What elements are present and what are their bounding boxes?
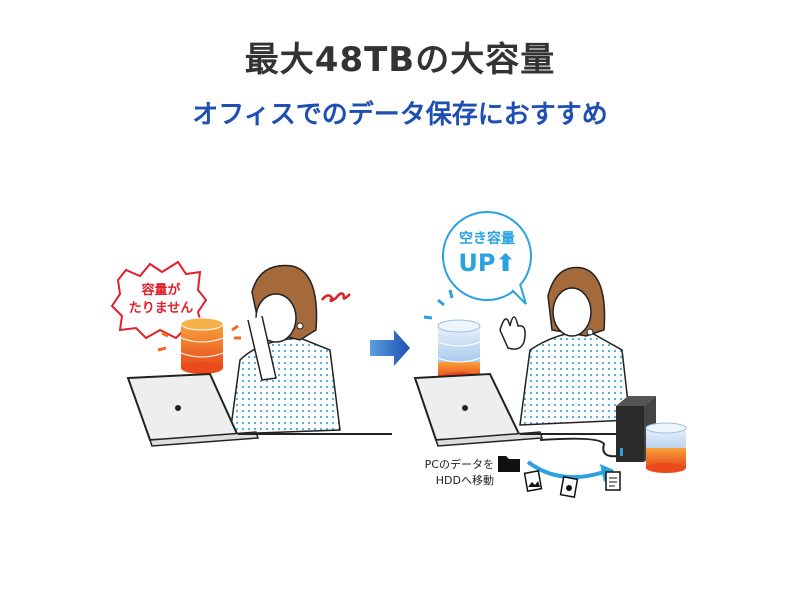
speech-bubble-text: 空き容量 UP⬆ xyxy=(443,230,531,278)
laptop-left xyxy=(126,372,260,447)
page-subtitle: オフィスでのデータ保存におすすめ xyxy=(192,100,608,130)
storage-full-icon xyxy=(180,317,224,374)
folder-icon xyxy=(498,456,520,472)
speech-burst-text: 容量が たりません xyxy=(118,282,204,318)
laptop-right xyxy=(413,372,544,447)
stress-squiggle-icon xyxy=(321,292,351,303)
image-file-icon xyxy=(523,470,543,492)
bubble-line-2: UP xyxy=(458,249,496,277)
document-file-icon xyxy=(605,471,621,491)
bubble-line-1: 空き容量 xyxy=(459,231,515,247)
transfer-caption: PCのデータを HDDへ移動 xyxy=(400,457,494,489)
hdd-cable xyxy=(539,437,619,458)
happy-woman-illustration xyxy=(499,266,631,426)
audio-file-icon xyxy=(559,476,579,498)
speech-line-1: 容量が xyxy=(141,283,181,298)
speech-line-2: たりません xyxy=(128,301,194,316)
hdd-storage-icon xyxy=(645,422,687,473)
caption-line-1: PCのデータを xyxy=(424,458,494,471)
speech-bubble xyxy=(442,211,532,305)
page-title: 最大48TBの大容量 xyxy=(244,40,556,80)
caption-line-2: HDDへ移動 xyxy=(435,474,494,487)
up-arrow-icon: ⬆ xyxy=(495,249,516,277)
transition-arrow-icon xyxy=(370,330,410,366)
worried-woman-illustration xyxy=(229,264,341,435)
